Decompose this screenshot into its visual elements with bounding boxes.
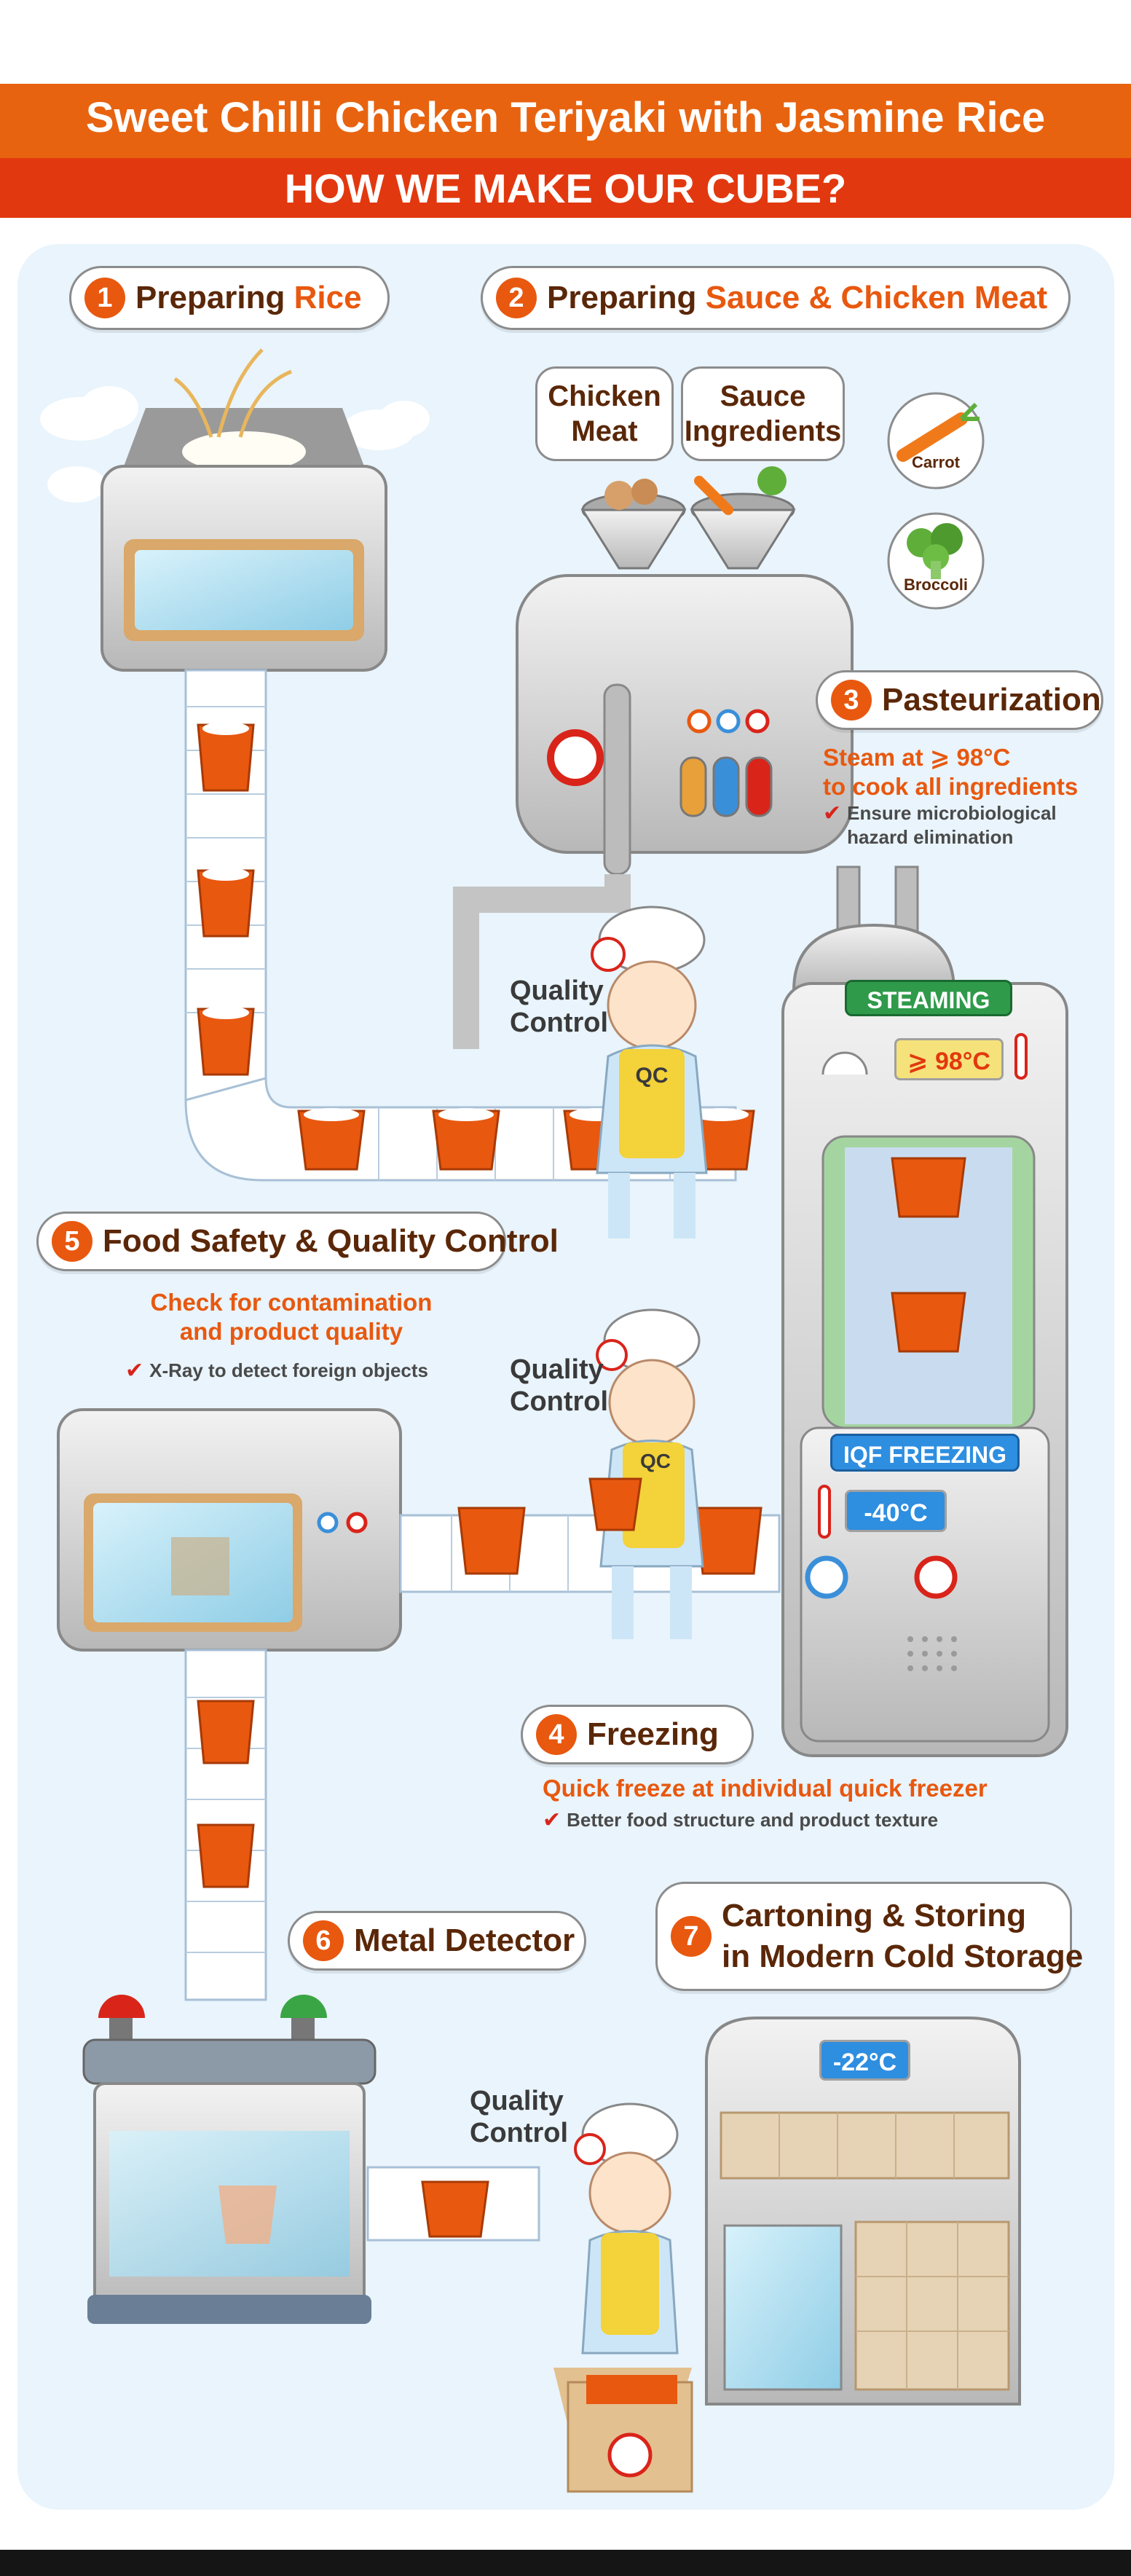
steam-freezer-tower-icon <box>781 865 1068 1757</box>
chicken-meat-label: Chicken Meat <box>535 366 674 461</box>
step-7-line-2: in Modern Cold Storage <box>722 1939 1084 1974</box>
header-top-band <box>0 84 1131 158</box>
qc-apron-label: QC <box>635 1064 669 1088</box>
xray-machine-icon <box>57 1408 402 1652</box>
freezer-temp-display: -40°C <box>845 1490 947 1532</box>
qc-label-3: Quality Control <box>470 2086 569 2148</box>
step-number: 3 <box>831 680 872 720</box>
page-title: Sweet Chilli Chicken Teriyaki with Jasmi… <box>85 94 1046 141</box>
step-number: 2 <box>496 278 537 318</box>
step-4-pill: 4 Freezing <box>521 1705 754 1764</box>
rice-cooker-icon <box>101 348 387 672</box>
step-1-label: Preparing <box>135 280 285 315</box>
sauce-machine-icon <box>453 466 854 1049</box>
chef-icon <box>574 2102 679 2355</box>
step-number: 7 <box>671 1916 712 1957</box>
check-icon: ✔ <box>543 1808 561 1832</box>
packed-cube-icon <box>197 1507 762 2238</box>
step-2-pill: 2 Preparing Sauce & Chicken Meat <box>481 266 1071 330</box>
step-5-pill: 5 Food Safety & Quality Control <box>36 1212 559 1271</box>
cold-storage-temp-display: -22°C <box>819 2040 910 2081</box>
cold-storage-icon <box>705 2017 1021 2406</box>
step-3-label: Pasteurization <box>882 682 1101 718</box>
step-2-highlight: Sauce & Chicken Meat <box>705 280 1048 315</box>
check-icon: ✔ <box>125 1359 144 1383</box>
step-number: 4 <box>536 1714 577 1755</box>
iqf-freezing-screen: IQF FREEZING <box>830 1434 1020 1472</box>
carton-box-icon <box>553 2368 693 2493</box>
metal-detector-icon <box>82 1995 377 2324</box>
steam-temp-display: ⩾ 98°C <box>894 1038 1004 1080</box>
chef-icon <box>588 1308 704 1639</box>
step-number: 6 <box>303 1920 344 1961</box>
step-4-label: Freezing <box>587 1716 719 1752</box>
food-safety-note: Check for contamination and product qual… <box>150 1289 433 1345</box>
sauce-ingredients-label: Sauce Ingredients <box>681 366 845 461</box>
footer-bar <box>0 2550 1131 2576</box>
freezing-sub-note: ✔ Better food structure and product text… <box>543 1808 939 1832</box>
qc-label-2: Quality Control <box>510 1354 609 1417</box>
freezing-note: Quick freeze at individual quick freezer <box>543 1775 988 1802</box>
broccoli-label: Broccoli <box>903 576 969 594</box>
qc-apron-label: QC <box>640 1450 671 1472</box>
food-safety-sub-note: ✔ X-Ray to detect foreign objects <box>125 1359 428 1383</box>
chef-icon <box>591 906 708 1238</box>
step-1-pill: 1 Preparing Rice <box>69 266 390 330</box>
pasteurization-note: Steam at ⩾ 98°C to cook all ingredients <box>823 744 1079 800</box>
pasteurization-sub-note: ✔ Ensure microbiological hazard eliminat… <box>823 801 1057 848</box>
carrot-icon <box>887 392 985 490</box>
step-6-pill: 6 Metal Detector <box>288 1911 586 1971</box>
step-3-pill: 3 Pasteurization <box>816 670 1103 730</box>
check-icon: ✔ <box>823 801 842 825</box>
step-1-highlight: Rice <box>293 280 362 315</box>
step-5-label: Food Safety & Quality Control <box>103 1223 559 1259</box>
step-6-label: Metal Detector <box>354 1923 575 1958</box>
step-7-line-1: Cartoning & Storing <box>722 1898 1026 1933</box>
steaming-screen: STEAMING <box>845 980 1012 1016</box>
step-number: 5 <box>52 1221 92 1262</box>
carrot-label: Carrot <box>911 453 960 471</box>
step-2-label: Preparing <box>547 280 697 315</box>
broccoli-icon <box>887 512 985 610</box>
header-bottom-band <box>0 158 1131 218</box>
step-7-pill: 7 Cartoning & Storing in Modern Cold Sto… <box>655 1882 1083 1991</box>
cloud-icon <box>40 386 430 503</box>
step-number: 1 <box>84 278 125 318</box>
page-subtitle: HOW WE MAKE OUR CUBE? <box>284 165 847 211</box>
qc-label-1: Quality Control <box>510 975 609 1038</box>
